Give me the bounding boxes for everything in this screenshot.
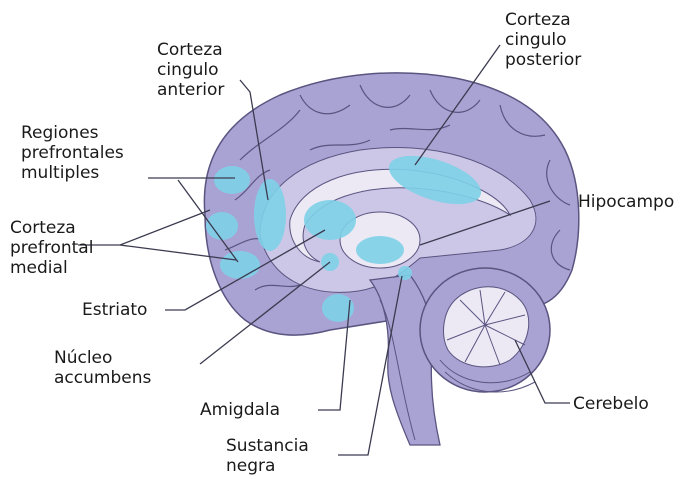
label-medial-prefrontal: Corteza prefrontal medial <box>10 218 93 278</box>
label-cerebellum: Cerebelo <box>573 394 649 414</box>
label-substantia-nigra: Sustancia negra <box>226 436 309 476</box>
region-prefrontal-1 <box>214 166 250 194</box>
region-substantia-nigra <box>398 266 412 280</box>
region-anterior-cingulate <box>254 179 286 251</box>
region-medial-prefrontal <box>220 251 260 279</box>
label-posterior-cingulate: Corteza cingulo posterior <box>505 10 581 70</box>
region-striatum <box>304 200 356 240</box>
label-amygdala: Amigdala <box>200 400 280 420</box>
label-anterior-cingulate: Corteza cingulo anterior <box>157 40 224 100</box>
region-prefrontal-2 <box>206 212 238 240</box>
label-accumbens: Núcleo accumbens <box>54 348 151 388</box>
label-prefrontal-regions: Regiones prefrontales multiples <box>21 123 124 183</box>
label-striatum: Estriato <box>82 300 147 320</box>
label-hippocampus: Hipocampo <box>578 192 674 212</box>
region-hippocampus <box>356 236 404 264</box>
